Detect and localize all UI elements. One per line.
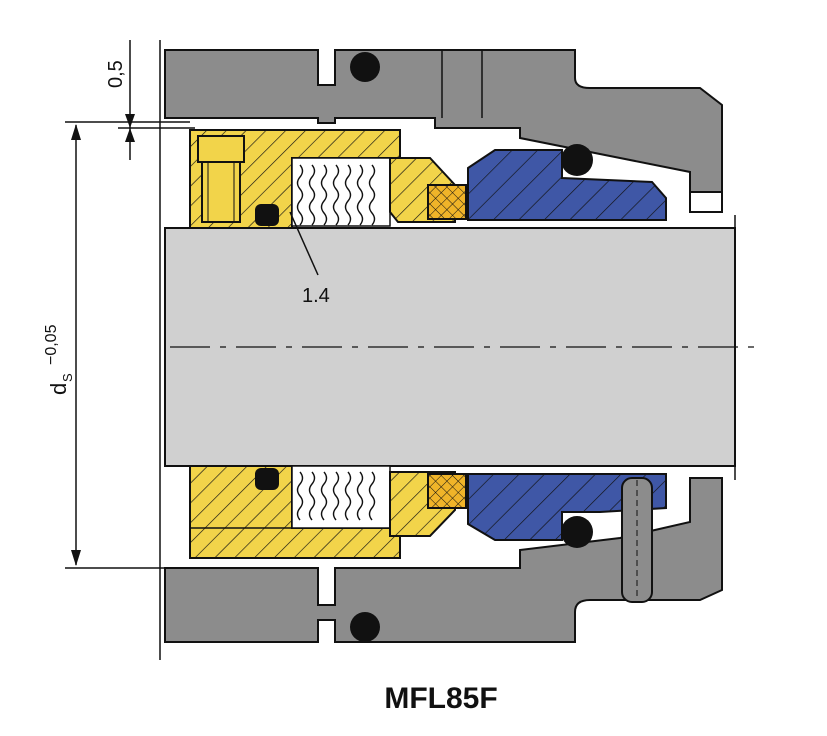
clearance-label: 0,5 — [105, 60, 127, 88]
diameter-subscript: S — [60, 373, 75, 382]
oring-collar-top — [255, 204, 279, 226]
housing-top — [164, 49, 723, 213]
rotating-unit-bottom — [189, 465, 467, 559]
housing-bottom-body — [164, 477, 723, 643]
oring-housing-bottom — [350, 612, 380, 642]
diameter-symbol: d — [46, 383, 71, 395]
clearance-arrow-top — [125, 114, 135, 128]
diameter-label: d S −0,05 — [43, 324, 75, 395]
oring-seat-top — [561, 144, 593, 176]
oring-seat-bottom — [561, 516, 593, 548]
dim-arrow-bottom — [71, 550, 81, 566]
bellows-bottom — [291, 465, 391, 529]
dimension-lines — [65, 40, 736, 660]
model-title: MFL85F — [384, 682, 497, 715]
housing-top-step — [689, 191, 723, 213]
gap-callout-label: 1.4 — [302, 285, 330, 307]
stationary-seat-bottom — [467, 473, 667, 541]
housing-bottom — [164, 477, 723, 643]
rotating-unit-top — [189, 129, 467, 229]
bellows-top — [291, 157, 391, 227]
dim-arrow-top — [71, 124, 81, 140]
clearance-arrow-bottom — [125, 128, 135, 142]
stationary-seat-top — [467, 149, 667, 221]
housing-top-body — [164, 49, 723, 193]
oring-housing-top — [350, 52, 380, 82]
diameter-tolerance: −0,05 — [43, 324, 60, 365]
set-screw-head — [197, 135, 245, 163]
oring-collar-bottom — [255, 468, 279, 490]
